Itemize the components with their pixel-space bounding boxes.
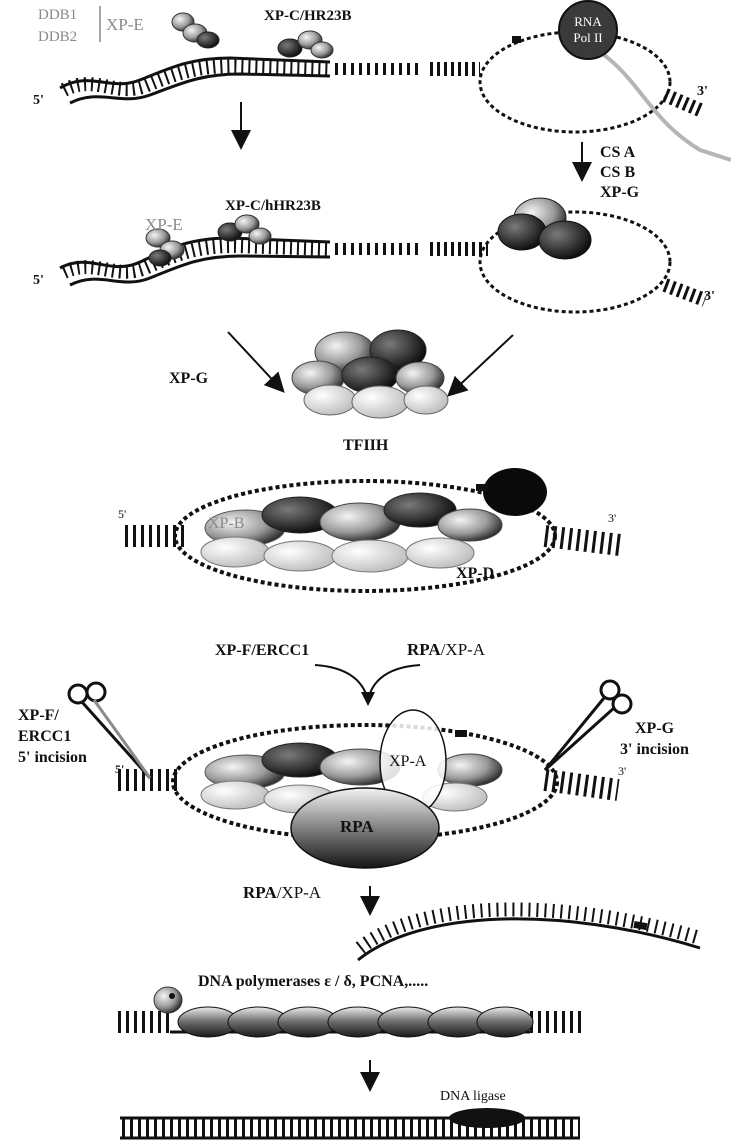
arrow-tcr-to-tfiih [450, 335, 513, 394]
three-prime-label-2: 3' [704, 289, 715, 304]
xp-e-label-1: XP-E [106, 15, 144, 34]
step1-lesion-marker [512, 36, 521, 43]
cs-b-label: CS B [600, 164, 635, 181]
step4-cs-complex [483, 468, 547, 516]
step4-lesion-marker [476, 484, 488, 491]
three-prime-label-1: 3' [697, 84, 708, 99]
five-prime-label-1: 5' [33, 93, 44, 108]
step5-incision-complex: XP-A RPA 5' 3' [115, 710, 626, 868]
pol-ii-label: Pol II [573, 30, 602, 45]
three-prime-label-5: 3' [618, 764, 626, 778]
xp-e-protein-1 [172, 13, 219, 48]
ercc1-label-left: ERCC1 [18, 728, 71, 745]
five-prime-incision-label: 5' incision [18, 749, 87, 766]
tfiih-label: TFIIH [343, 437, 389, 454]
xp-g-label-2: XP-G [169, 370, 209, 387]
cs-a-label: CS A [600, 144, 636, 161]
arrow-ggr-to-tfiih [228, 332, 282, 390]
converging-arrow-head [361, 692, 375, 706]
xp-a-protein-label: XP-A [389, 753, 427, 770]
xp-e-label-2: XP-E [145, 215, 183, 234]
xp-g-label-1: XP-G [600, 184, 640, 201]
cs-a-cs-b-xp-g-complex [498, 198, 591, 259]
xp-f-label-left: XP-F/ [18, 707, 59, 724]
step5-lesion-marker [455, 730, 467, 737]
step2-recruitment: XP-E XP-C/hHR23B 5' 3' [33, 198, 715, 312]
dna-ligase-label: DNA ligase [440, 1089, 506, 1104]
slash-xp-a-label-2: /XP-A [277, 883, 322, 902]
five-prime-label-2: 5' [33, 273, 44, 288]
ddb1-label: DDB1 [38, 7, 77, 23]
ddb2-label: DDB2 [38, 29, 77, 45]
excised-oligonucleotide-rungs [360, 909, 700, 948]
step1-dna-3prime-tail [665, 95, 700, 110]
step1-dna-backbone-bottom [70, 74, 330, 103]
three-prime-label-4: 3' [608, 511, 616, 525]
scissors-icon-right [545, 681, 631, 770]
xp-d-label: XP-D [456, 565, 494, 582]
dna-ligase-protein [449, 1108, 525, 1128]
rpa-bold-label: RPA [407, 640, 441, 659]
five-prime-label-4: 5' [118, 507, 126, 521]
step2-dna-rungs [64, 246, 330, 272]
dna-polymerase-dot [169, 993, 175, 999]
rna-label: RNA [574, 14, 602, 29]
xp-c-hhr23b-label: XP-C/hHR23B [225, 198, 321, 214]
xp-c-hr23b-label: XP-C/HR23B [264, 8, 352, 24]
rpa-protein-label: RPA [340, 817, 374, 836]
step4-open-complex: XP-B XP-D 5' 3' [118, 468, 620, 591]
xp-f-ercc1-label: XP-F/ERCC1 [215, 642, 309, 659]
xp-c-hr23b-protein-1 [278, 31, 333, 58]
xp-e-protein-2 [146, 229, 184, 266]
rpa-xp-a-label: RPA/XP-A [407, 640, 486, 659]
step2-dna-backbone-bottom [70, 256, 330, 285]
step4-protein-cluster [201, 493, 502, 572]
dna-polymerase-protein [154, 987, 182, 1013]
xp-g-label-3: XP-G [635, 720, 675, 737]
step2-dna-3prime-tail [665, 285, 705, 300]
tfiih-complex [292, 330, 448, 418]
xp-b-label: XP-B [208, 515, 244, 532]
step1-recognition: RNA Pol II DDB1 DDB2 XP-E XP-C/HR23B 5' … [33, 1, 731, 160]
excised-lesion-marker [633, 921, 647, 930]
rpa-bold-label-2: RPA [243, 883, 277, 902]
step8-repaired-dna [120, 1108, 580, 1139]
three-prime-incision-label: 3' incision [620, 741, 689, 758]
five-prime-label-5: 5' [115, 762, 124, 776]
dna-polymerases-label: DNA polymerases ε / δ, PCNA,..... [198, 973, 428, 990]
slash-xp-a-label: /XP-A [441, 640, 486, 659]
rpa-xp-a-label-2: RPA/XP-A [243, 883, 322, 902]
step7-repair-synthesis [118, 987, 582, 1037]
